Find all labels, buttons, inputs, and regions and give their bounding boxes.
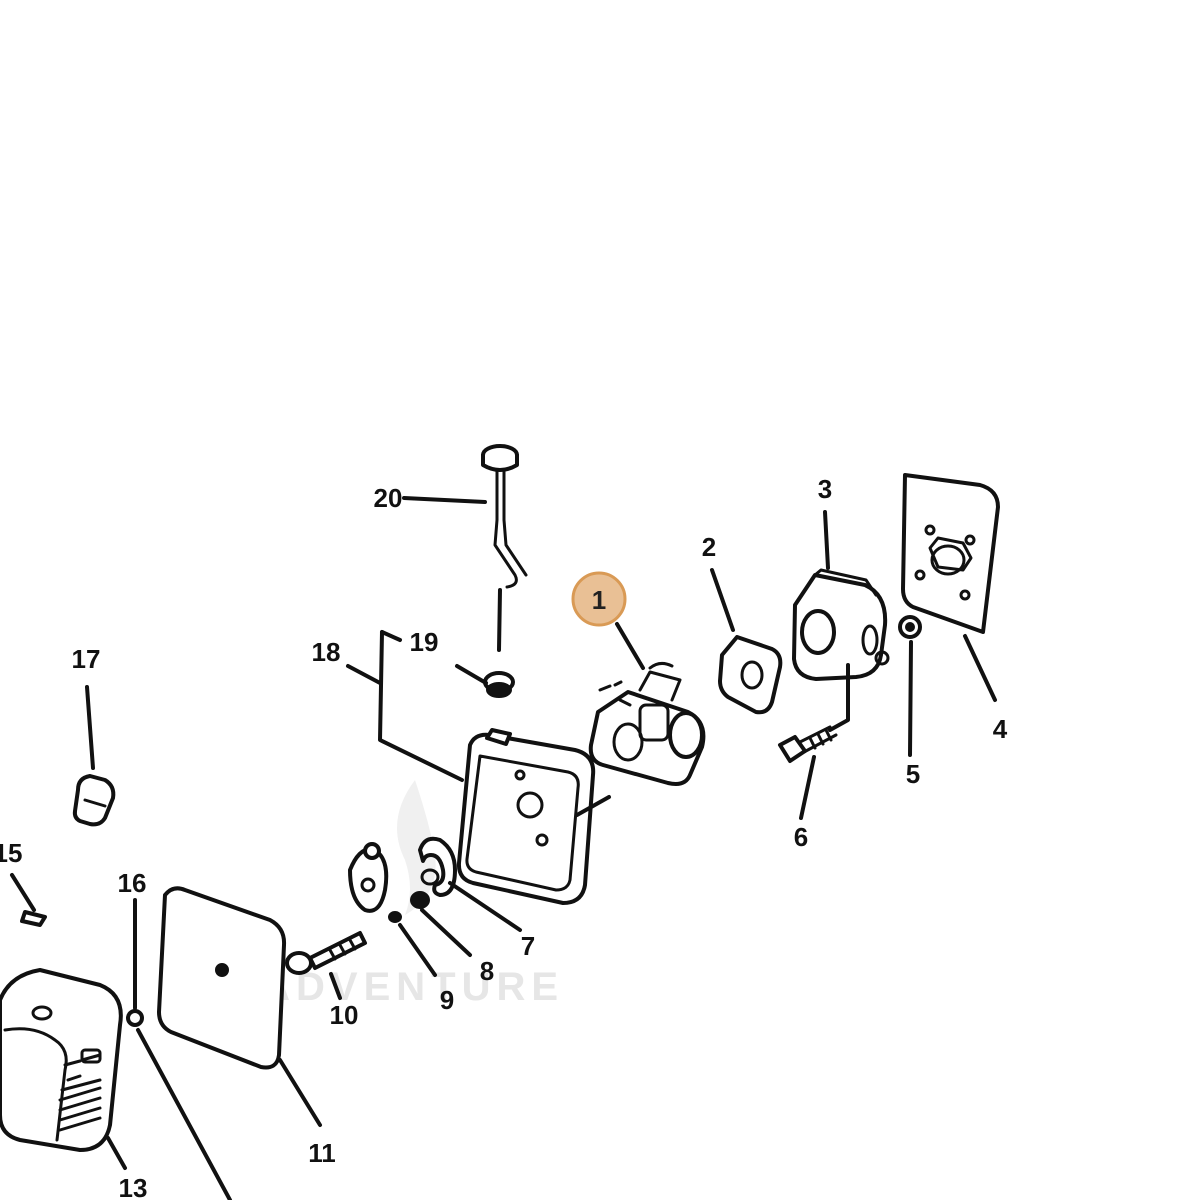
callout-2[interactable]: 2 bbox=[702, 532, 716, 562]
part-intake-manifold[interactable] bbox=[792, 568, 890, 681]
part-air-filter-base[interactable] bbox=[456, 728, 596, 905]
part-carburetor[interactable] bbox=[588, 661, 706, 786]
callout-8[interactable]: 8 bbox=[480, 956, 494, 986]
part-o-ring[interactable] bbox=[126, 1009, 144, 1027]
callout-6[interactable]: 6 bbox=[794, 822, 808, 852]
part-nut[interactable] bbox=[898, 615, 922, 639]
callout-17[interactable]: 17 bbox=[72, 644, 101, 674]
callout-1[interactable]: 1 bbox=[592, 585, 606, 615]
callout-9[interactable]: 9 bbox=[440, 985, 454, 1015]
part-grommet[interactable] bbox=[483, 671, 515, 698]
callout-3[interactable]: 3 bbox=[818, 474, 832, 504]
callout-5[interactable]: 5 bbox=[906, 759, 920, 789]
callout-7[interactable]: 7 bbox=[521, 931, 535, 961]
part-filter-cover[interactable] bbox=[0, 968, 123, 1152]
callout-20[interactable]: 20 bbox=[374, 483, 403, 513]
part-gasket-small[interactable] bbox=[718, 635, 783, 715]
callout-4[interactable]: 4 bbox=[993, 714, 1008, 744]
part-long-bolt[interactable] bbox=[285, 931, 367, 975]
part-bolt-manifold[interactable] bbox=[778, 725, 838, 763]
part-knob[interactable] bbox=[72, 774, 116, 827]
part-bracket[interactable] bbox=[348, 842, 402, 923]
callout-15[interactable]: 15 bbox=[0, 838, 22, 868]
part-filter-element[interactable] bbox=[157, 886, 287, 1070]
callout-16[interactable]: 16 bbox=[118, 868, 147, 898]
callout-19[interactable]: 19 bbox=[410, 627, 439, 657]
highlight-marker[interactable] bbox=[571, 571, 627, 627]
callout-10[interactable]: 10 bbox=[330, 1000, 359, 1030]
callout-13[interactable]: 13 bbox=[119, 1173, 148, 1200]
part-choke-rod[interactable] bbox=[481, 444, 528, 589]
part-washer[interactable] bbox=[410, 891, 430, 909]
part-clip[interactable] bbox=[418, 836, 457, 897]
part-gasket-large[interactable] bbox=[901, 473, 1000, 634]
part-tab[interactable] bbox=[20, 910, 47, 927]
leader-lines bbox=[10, 496, 997, 1200]
callout-18[interactable]: 18 bbox=[312, 637, 341, 667]
callout-11[interactable]: 11 bbox=[308, 1138, 336, 1168]
callout-labels: 1 2 3 4 5 6 7 8 9 10 11 13 15 16 17 18 1… bbox=[0, 474, 1008, 1200]
